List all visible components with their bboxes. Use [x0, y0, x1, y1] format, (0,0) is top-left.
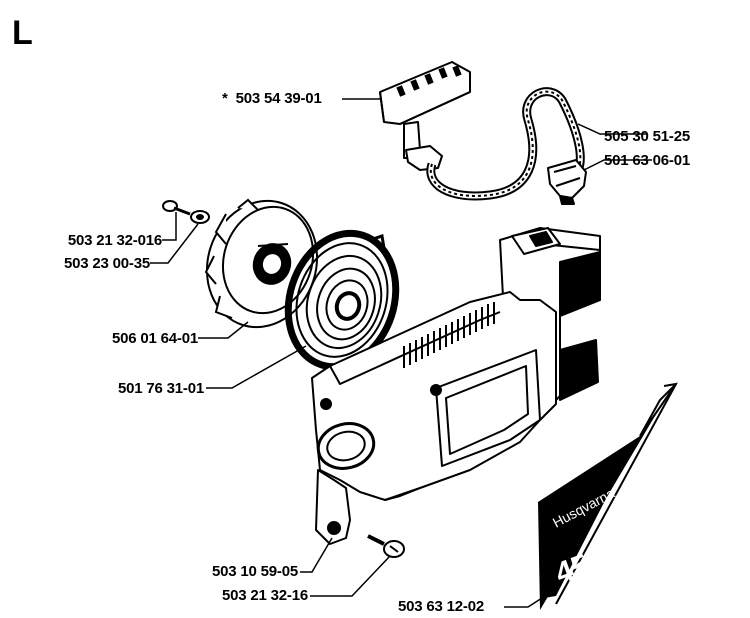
part-label-pulley: 506 01 64-01 — [80, 330, 198, 347]
leader-bushing — [300, 537, 333, 573]
part-number-recoil-spring: 501 76 31-01 — [117, 380, 204, 397]
decal: Husqvarna 45 — [538, 382, 678, 610]
part-number-small-screw: 503 21 32-016 — [67, 232, 162, 249]
recoil-spring — [284, 229, 400, 371]
part-number-washer: 503 23 00-35 — [63, 255, 150, 272]
leader-pulley — [198, 321, 249, 339]
starter-housing — [311, 227, 601, 545]
part-number-pulley: 506 01 64-01 — [111, 330, 198, 347]
part-label-mount-screw: 503 21 32-16 — [170, 587, 308, 604]
part-label-cord-insert: 501 63 06-01 — [604, 152, 690, 169]
part-label-handle: * 503 54 39-01 — [222, 90, 322, 107]
part-number-handle: 503 54 39-01 — [235, 90, 322, 107]
part-label-small-screw: 503 21 32-016 — [40, 232, 162, 249]
small-screw — [162, 200, 191, 216]
part-number-cord-insert: 501 63 06-01 — [604, 152, 691, 169]
starter-cord — [426, 87, 585, 201]
leader-mount-screw — [310, 555, 391, 597]
part-number-decal: 503 63 12-02 — [398, 598, 485, 615]
cord-insert — [547, 159, 587, 205]
leader-cord — [577, 123, 646, 135]
part-number-cord: 505 30 51-25 — [604, 128, 691, 145]
part-number-mount-screw: 503 21 32-16 — [221, 587, 308, 604]
leader-washer — [150, 223, 199, 264]
leader-decal — [504, 597, 543, 608]
part-label-bushing: 503 10 59-05 — [170, 563, 298, 580]
mount-screw — [367, 534, 405, 558]
part-label-recoil-spring: 501 76 31-01 — [80, 380, 204, 397]
part-label-decal: 503 63 12-02 — [398, 598, 484, 615]
starter-handle — [379, 61, 471, 171]
leader-spring — [206, 345, 307, 389]
part-number-bushing: 503 10 59-05 — [211, 563, 298, 580]
leader-lines — [150, 98, 652, 608]
leader-small-screw — [162, 212, 177, 241]
washer — [190, 210, 210, 224]
leader-insert — [583, 159, 652, 171]
section-letter: L — [12, 14, 33, 52]
part-label-cord: 505 30 51-25 — [604, 128, 690, 145]
part-label-washer: 503 23 00-35 — [40, 255, 150, 272]
part-marker-handle: * — [222, 90, 228, 107]
